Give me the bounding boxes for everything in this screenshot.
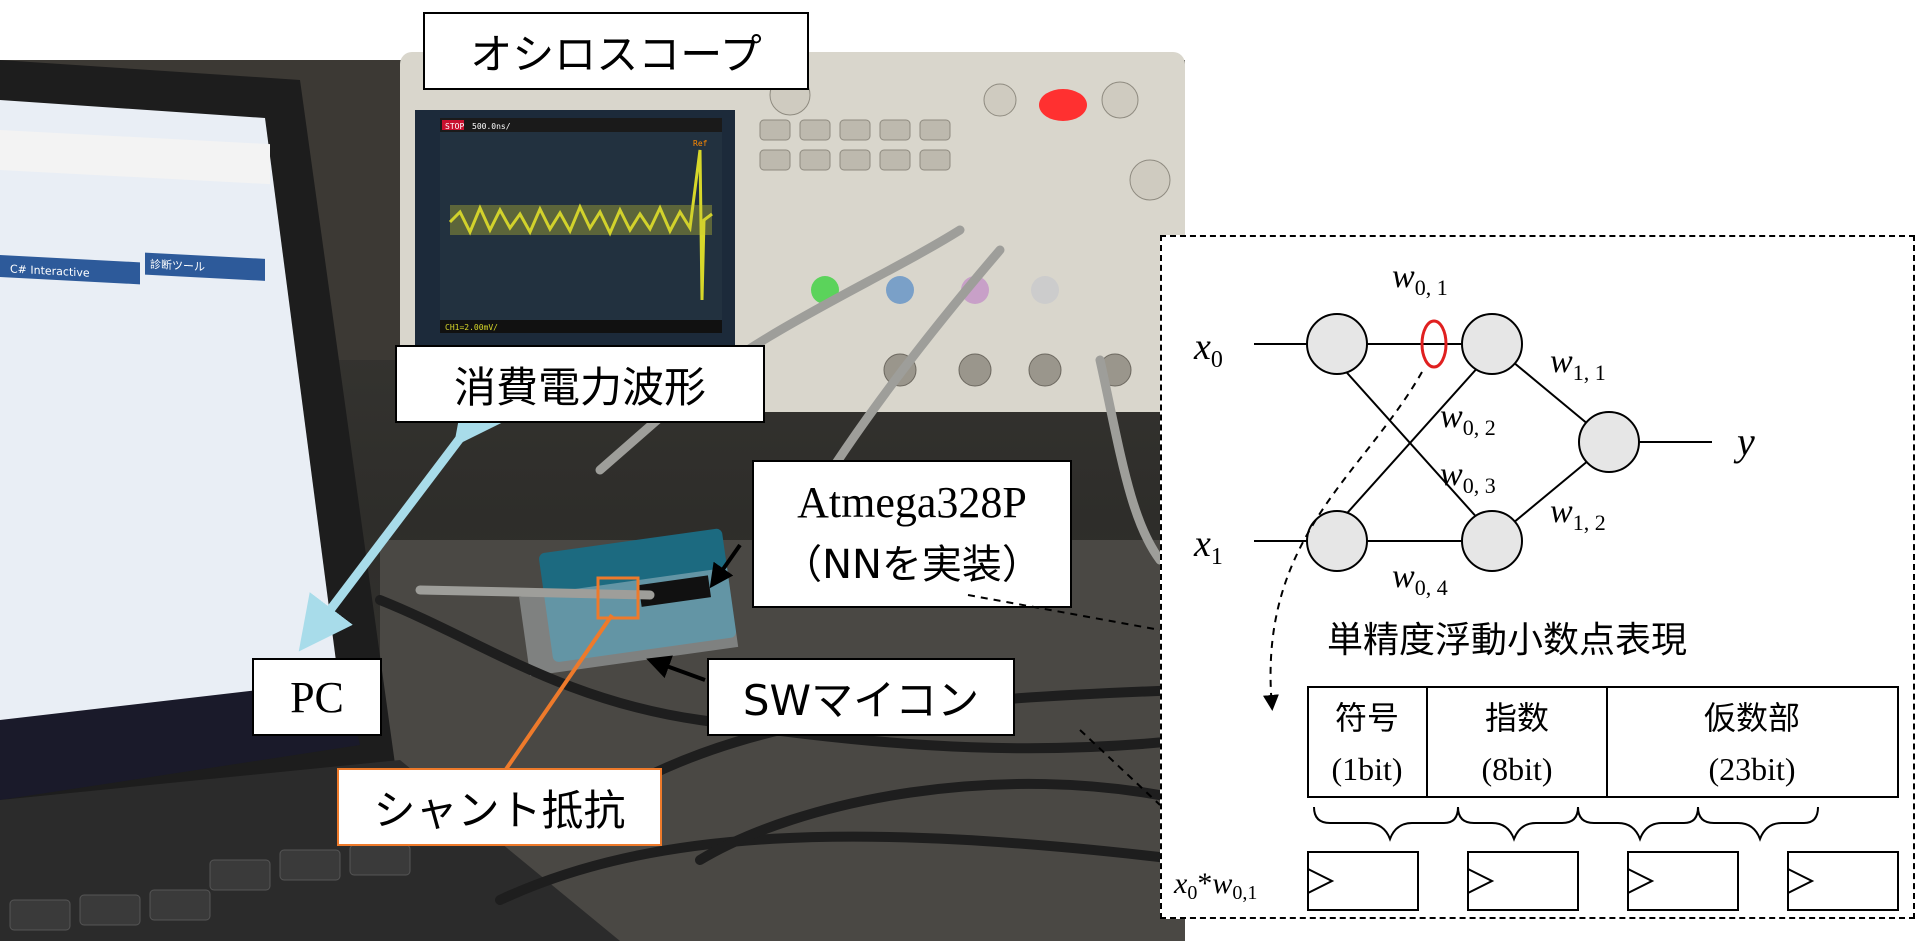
shunt-highlight-box — [596, 576, 640, 620]
edge-w12 — [1506, 459, 1590, 529]
neuron-input-0 — [1306, 313, 1368, 375]
register-byte-0 — [1307, 851, 1419, 911]
float-format-title: 単精度浮動小数点表現 — [1327, 620, 1687, 661]
weight-w01-label: w0, 1 — [1392, 258, 1448, 300]
clock-triangles — [1307, 868, 1815, 894]
highlighted-weight — [1420, 319, 1448, 369]
register-input-label: x0*w0,1 — [1173, 867, 1257, 904]
byte-registers — [1307, 851, 1899, 911]
input-x0-label: x0 — [1193, 326, 1223, 373]
sw-mcu-arrow — [646, 655, 706, 682]
nn-diagram: x0 x1 y w0, 1 w0, 2 w0, 3 w0, 4 w1, 1 w1… — [1173, 258, 1899, 911]
edge-w03 — [1339, 364, 1481, 522]
weight-w12-label: w1, 2 — [1550, 493, 1606, 535]
neuron-hidden-0 — [1461, 313, 1523, 375]
weight-w03-label: w0, 3 — [1440, 456, 1496, 498]
oscilloscope-device: STOP 500.0ns/ Ref CH1=2.00mV/ — [400, 52, 1185, 412]
run-stop-led — [1039, 89, 1087, 121]
scope-ref-text: Ref — [693, 139, 708, 148]
scope-waveform — [448, 149, 713, 301]
scope-stop-text: STOP — [445, 122, 464, 131]
mcu-label-line2: （NNを実装） — [782, 542, 1042, 588]
mcu-arrow — [709, 543, 742, 589]
output-y-label: y — [1733, 419, 1755, 464]
pc-power-arrow — [298, 387, 508, 652]
shunt-resistor-label: シャント抵抗 — [337, 768, 662, 846]
field-mantissa-name: 仮数部 — [1704, 699, 1800, 737]
byte-braces — [1313, 806, 1819, 842]
float-format-table: 符号 (1bit) 指数 (8bit) 仮数部 (23bit) — [1307, 686, 1899, 798]
oscilloscope-label: オシロスコープ — [423, 12, 809, 90]
field-mantissa-bits: (23bit) — [1708, 751, 1795, 787]
neuron-input-1 — [1306, 510, 1368, 572]
weight-to-format-arrow — [1262, 371, 1423, 711]
sw-mcu-label: SWマイコン — [707, 658, 1015, 736]
register-byte-2 — [1627, 851, 1739, 911]
photo-scene: STOP 500.0ns/ Ref CH1=2.00mV/ — [0, 52, 1185, 941]
laptop-tab-text: C# Interactive — [10, 263, 90, 280]
pc-label: PC — [252, 658, 382, 736]
neuron-hidden-1 — [1461, 510, 1523, 572]
nn-diagram-panel: x0 x1 y w0, 1 w0, 2 w0, 3 w0, 4 w1, 1 w1… — [1160, 235, 1915, 919]
weight-w02-label: w0, 2 — [1440, 398, 1496, 440]
field-exponent-bits: (8bit) — [1481, 751, 1552, 787]
register-byte-1 — [1467, 851, 1579, 911]
field-exponent-name: 指数 — [1485, 699, 1549, 737]
weight-w04-label: w0, 4 — [1392, 558, 1448, 600]
shunt-pointer-line — [498, 613, 614, 780]
mcu-label: Atmega328P （NNを実装） — [752, 460, 1072, 608]
weight-w11-label: w1, 1 — [1550, 343, 1606, 385]
scope-timebase-text: 500.0ns/ — [472, 122, 511, 131]
scope-ch1-text: CH1=2.00mV/ — [445, 323, 498, 332]
register-byte-3 — [1787, 851, 1899, 911]
neuron-output — [1578, 411, 1640, 473]
laptop-panel-text: 診断ツール — [150, 257, 205, 274]
field-sign-name: 符号 — [1335, 699, 1399, 737]
mcu-label-line1: Atmega328P — [797, 478, 1027, 527]
experiment-photo: STOP 500.0ns/ Ref CH1=2.00mV/ — [0, 0, 1185, 941]
field-sign-bits: (1bit) — [1331, 751, 1402, 787]
input-x1-label: x1 — [1193, 523, 1223, 570]
edge-w11 — [1506, 356, 1590, 426]
power-waveform-label: 消費電力波形 — [395, 345, 765, 423]
annotation-arrows — [298, 387, 742, 780]
